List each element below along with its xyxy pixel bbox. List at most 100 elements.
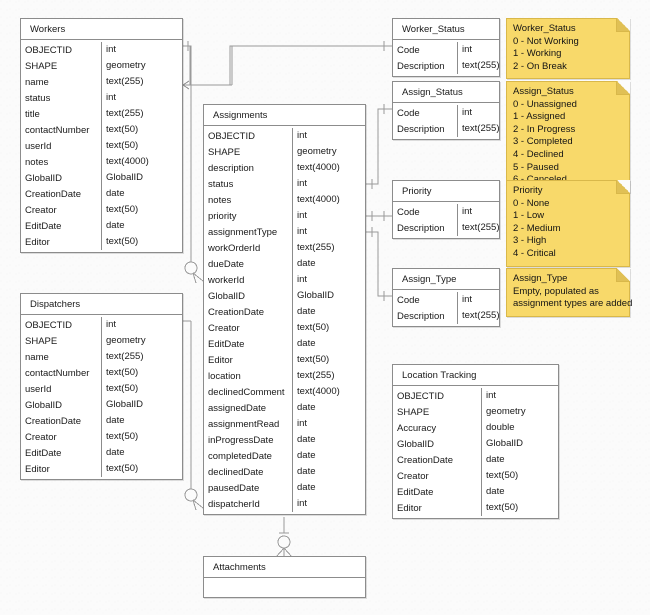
note-line: 4 - Declined [513, 148, 564, 160]
field-type: text(255) [457, 58, 499, 74]
table-title: Priority [393, 181, 499, 202]
field-name: assignmentRead [208, 418, 280, 430]
field-type: text(50) [101, 381, 182, 397]
field-type: text(4000) [292, 384, 365, 400]
field-name: notes [25, 156, 49, 168]
field-type: text(255) [457, 121, 499, 137]
field-type: GlobalID [292, 288, 365, 304]
edge-workers-assignments [183, 45, 204, 284]
field-name: Editor [208, 354, 233, 366]
field-type: int [457, 292, 499, 308]
entity-table-attachments[interactable]: Attachments [203, 556, 366, 598]
field-name: dueDate [208, 258, 244, 270]
table-title: Dispatchers [21, 294, 182, 315]
field-type: int [457, 105, 499, 121]
field-name: Description [397, 222, 445, 234]
field-name: contactNumber [25, 124, 90, 136]
field-type: text(4000) [292, 160, 365, 176]
note-line: 2 - On Break [513, 60, 567, 72]
field-type: text(50) [101, 429, 182, 445]
field-name: Editor [25, 236, 50, 248]
field-name: CreationDate [397, 454, 453, 466]
note-line: 0 - None [513, 197, 550, 209]
note-fold-corner-icon [616, 81, 630, 95]
field-type: text(255) [101, 349, 182, 365]
table-title: Workers [21, 19, 182, 40]
field-name: Creator [25, 431, 57, 443]
note-line: 1 - Assigned [513, 111, 566, 123]
field-name: GlobalID [25, 172, 62, 184]
field-type: date [292, 464, 365, 480]
field-type: int [292, 416, 365, 432]
field-type: GlobalID [101, 397, 182, 413]
note-title: Worker_Status [513, 23, 576, 34]
field-type: text(50) [292, 320, 365, 336]
edge-assignments-attachments [275, 517, 293, 558]
field-name: OBJECTID [25, 44, 72, 56]
field-type: int [101, 90, 182, 106]
field-name: SHAPE [25, 335, 58, 347]
table-body [204, 578, 365, 597]
note-line: 4 - Critical [513, 247, 556, 259]
field-type: date [292, 400, 365, 416]
table-row: SHAPE geometry [21, 333, 182, 349]
field-type: text(4000) [101, 154, 182, 170]
field-name: Description [397, 60, 445, 72]
field-type: date [292, 336, 365, 352]
field-type: geometry [101, 333, 182, 349]
field-name: userId [25, 140, 52, 152]
field-type: text(50) [101, 202, 182, 218]
field-type: text(255) [292, 368, 365, 384]
field-name: CreationDate [25, 415, 81, 427]
field-type: int [292, 176, 365, 192]
field-name: contactNumber [25, 367, 90, 379]
table-row-empty [204, 578, 365, 597]
table-title: Location Tracking [393, 365, 558, 386]
edge-assignments-priority [366, 211, 392, 221]
note-line: Empty, populated as [513, 285, 599, 297]
field-type: date [481, 484, 558, 500]
field-type: date [292, 448, 365, 464]
note-line: 1 - Low [513, 210, 545, 222]
field-name: Accuracy [397, 422, 437, 434]
note-fold-corner-icon [616, 268, 630, 282]
note-title: Assign_Type [513, 273, 568, 284]
note-line: 3 - Completed [513, 136, 573, 148]
field-name: dispatcherId [208, 498, 260, 510]
field-name: priority [208, 210, 237, 222]
field-type: text(255) [292, 240, 365, 256]
note-line: 0 - Unassigned [513, 98, 577, 110]
field-name: declinedDate [208, 466, 264, 478]
field-name: Description [397, 123, 445, 135]
note-line: 3 - High [513, 235, 547, 247]
